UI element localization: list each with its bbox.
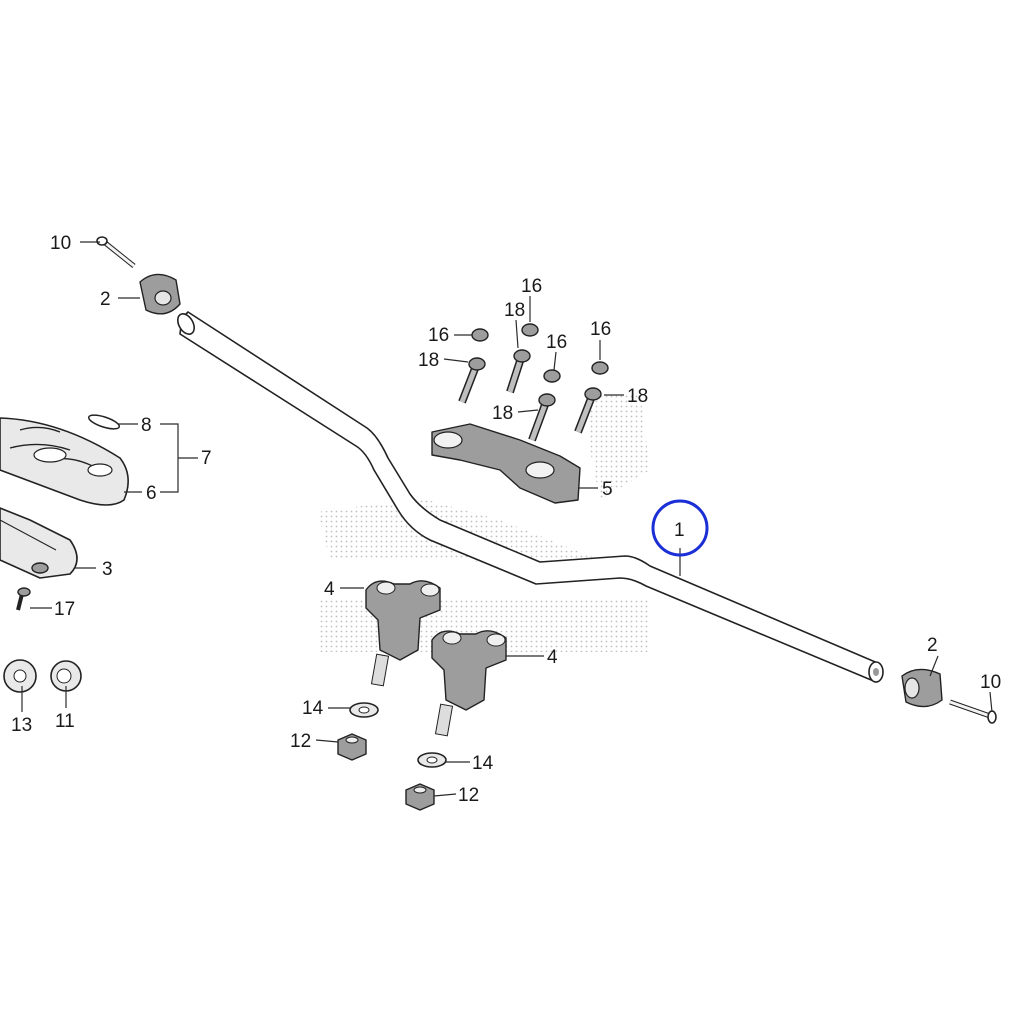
highlight-circle <box>651 499 709 557</box>
clamp-bolt-4 <box>574 387 602 434</box>
callout-12-right: 12 <box>458 785 479 806</box>
screw-right <box>949 699 997 724</box>
nut-left <box>337 733 367 761</box>
leader-lines <box>21 241 993 797</box>
small-screw-17 <box>16 587 31 611</box>
bolt-caps <box>471 323 609 383</box>
riser-left <box>365 580 441 687</box>
upper-clamp <box>431 423 581 504</box>
callout-18-c: 18 <box>492 403 513 424</box>
callout-14-left: 14 <box>302 698 324 719</box>
riser-right <box>431 630 507 737</box>
callout-16-b: 16 <box>521 276 542 297</box>
callout-18-a: 18 <box>418 350 439 371</box>
callout-18-d: 18 <box>627 386 648 407</box>
top-bridge <box>0 417 129 579</box>
callout-5: 5 <box>602 479 613 500</box>
callout-16-a: 16 <box>428 325 449 346</box>
callout-6: 6 <box>146 483 157 504</box>
callout-4-left: 4 <box>324 579 335 600</box>
bar-end-left <box>139 273 181 315</box>
handlebar <box>177 311 884 683</box>
clamp-bolt-3 <box>528 393 556 442</box>
clamp-bolt-1 <box>458 357 486 404</box>
callout-14-right: 14 <box>472 753 494 774</box>
callout-labels: 1 2 2 3 4 4 5 6 7 8 10 10 11 12 12 13 14… <box>11 233 1001 806</box>
washer-13 <box>3 659 37 693</box>
bar-end-right <box>901 668 943 708</box>
callout-16-d: 16 <box>590 319 611 340</box>
callout-7: 7 <box>201 448 212 469</box>
callout-2-left: 2 <box>100 289 111 310</box>
callout-13: 13 <box>11 715 32 736</box>
callout-17: 17 <box>54 599 75 620</box>
callout-10-left: 10 <box>50 233 71 254</box>
callout-3: 3 <box>102 559 113 580</box>
callout-18-b: 18 <box>504 300 525 321</box>
small-bolt-3 <box>31 562 49 574</box>
callout-4-right: 4 <box>547 647 558 668</box>
screw-left <box>96 236 136 268</box>
callout-16-c: 16 <box>546 332 567 353</box>
clamp-bolt-2 <box>506 349 531 394</box>
bushing-11 <box>50 660 82 692</box>
o-ring <box>87 414 121 430</box>
nut-right <box>405 783 435 811</box>
callout-1: 1 <box>674 520 685 541</box>
callout-12-left: 12 <box>290 731 311 752</box>
callout-8: 8 <box>141 415 152 436</box>
callout-11: 11 <box>55 711 75 732</box>
washer-left <box>349 702 379 718</box>
washer-right <box>417 752 447 768</box>
callout-2-right: 2 <box>927 635 938 656</box>
callout-10-right: 10 <box>980 672 1001 693</box>
